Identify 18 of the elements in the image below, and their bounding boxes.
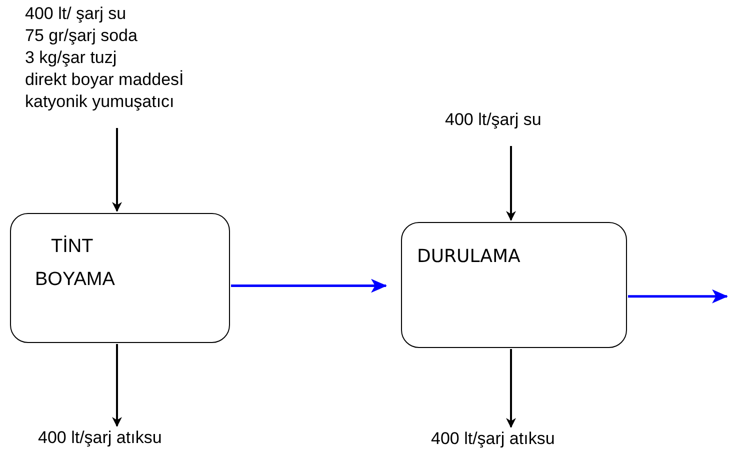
arrow [506,146,516,221]
process-label: TİNT BOYAMA [35,234,116,292]
flow-label: direkt boyar maddesİ [25,70,184,90]
flow-label: katyonik yumuşatıcı [25,92,174,112]
flow-label: 75 gr/şarj soda [25,26,138,46]
process-box [10,213,230,343]
arrow [231,278,387,293]
flow-label: 3 kg/şar tuzj [25,48,117,68]
arrow [112,128,122,212]
process-box [401,222,627,348]
arrow [628,289,728,304]
process-label: DURULAMA [417,247,520,267]
arrow [112,344,122,427]
flow-label: 400 lt/ şarj su [25,4,126,24]
flow-label: 400 lt/şarj atıksu [38,428,162,448]
flow-label: 400 lt/şarj atıksu [431,429,555,449]
flow-label: 400 lt/şarj su [445,110,542,130]
arrow [506,349,516,428]
